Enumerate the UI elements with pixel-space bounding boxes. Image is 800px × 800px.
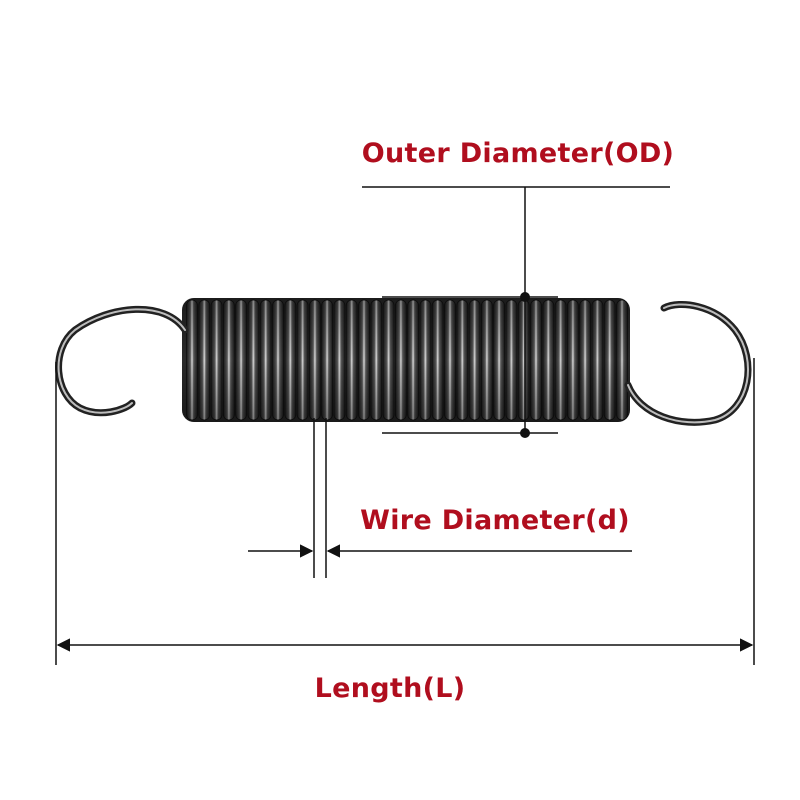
spring-body-shading <box>182 298 630 422</box>
outer-diameter-label: Outer Diameter(OD) <box>362 138 674 169</box>
marker-dot-icon <box>520 428 530 438</box>
spring-right-hook-highlight <box>627 303 749 424</box>
spring-left-hook-highlight <box>57 308 186 414</box>
spring-body <box>182 298 630 422</box>
length-label: Length(L) <box>315 673 466 704</box>
wire-diameter-label: Wire Diameter(d) <box>360 505 630 536</box>
outer-diameter-dimension: Outer Diameter(OD) <box>362 138 674 438</box>
spring-right-hook <box>624 301 752 426</box>
length-dimension: Length(L) <box>55 358 755 704</box>
spring-left-hook <box>55 305 189 417</box>
wire-diameter-dimension: Wire Diameter(d) <box>248 418 632 578</box>
marker-dot-icon <box>520 292 530 302</box>
